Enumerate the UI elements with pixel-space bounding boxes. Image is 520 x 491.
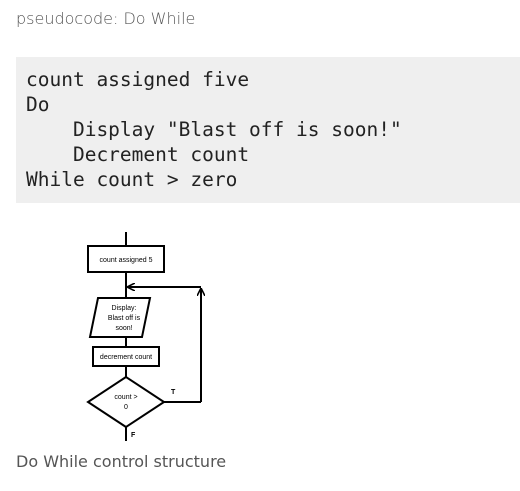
display-parallelogram: [88, 297, 152, 338]
display-label-line: Display:: [112, 305, 137, 312]
decision-label-line: 0: [124, 404, 128, 411]
decision-diamond: [86, 375, 166, 429]
do-while-flowchart: count assigned 5 Display: Blast off is s…: [86, 232, 220, 441]
figure-caption: Do While control structure: [16, 452, 227, 471]
false-label: F: [131, 432, 136, 439]
code-line: Display "Blast off is soon!": [26, 118, 402, 141]
code-line: count assigned five: [26, 68, 250, 91]
code-line: While count > zero: [26, 168, 238, 191]
true-label: T: [171, 389, 176, 396]
page-heading: pseudocode: Do While: [16, 9, 196, 28]
code-line: Decrement count: [26, 143, 250, 166]
code-line: Do: [26, 93, 50, 116]
assign-box-label: count assigned 5: [100, 257, 153, 264]
decrement-box-label: decrement count: [100, 354, 152, 361]
display-label-line: soon!: [115, 325, 132, 332]
decision-label-line: count >: [114, 394, 137, 401]
display-label-line: Blast off is: [108, 315, 141, 322]
